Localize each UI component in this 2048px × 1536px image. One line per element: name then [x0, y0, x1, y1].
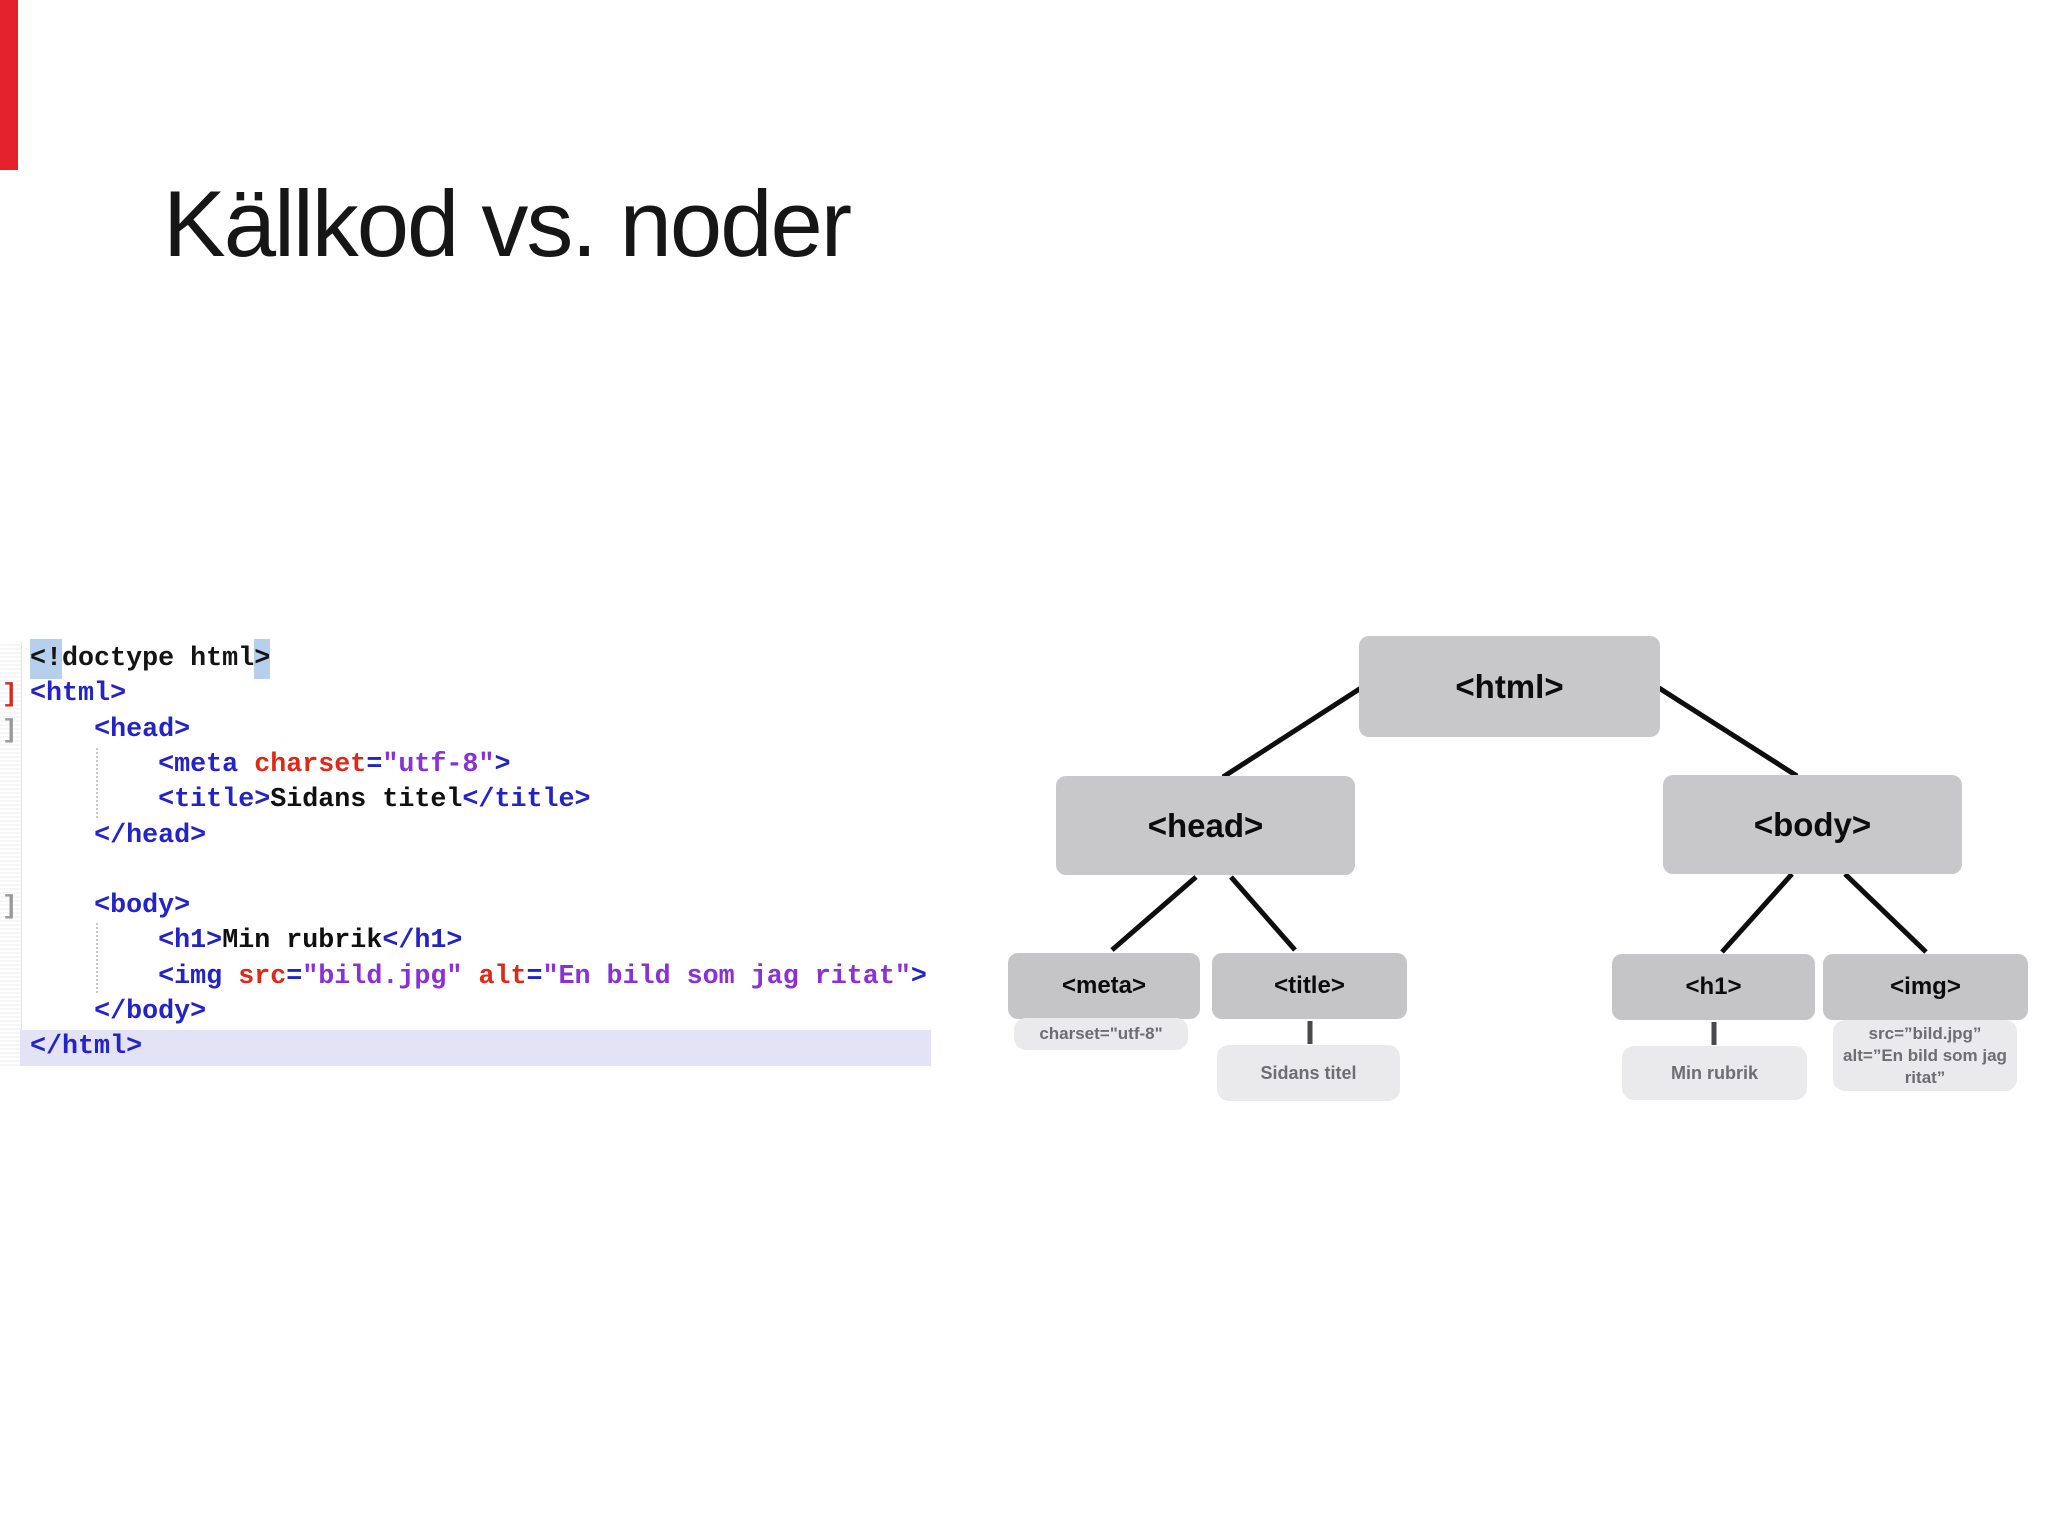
code-segment: <html>	[30, 679, 127, 710]
fold-marker: ]	[2, 679, 18, 710]
code-line: <h1>Min rubrik</h1>	[30, 924, 462, 959]
code-segment: <img	[158, 961, 239, 992]
code-segment: charset	[254, 749, 367, 780]
code-line: </html>	[30, 1030, 142, 1065]
code-segment: alt	[478, 961, 527, 992]
code-editor-panel: <!doctype html><html>] <head>] <meta cha…	[0, 639, 980, 1072]
code-line: <!doctype html>	[30, 639, 271, 679]
attr-label-text: alt=”En bild som jag	[1843, 1045, 2007, 1065]
code-segment: </title>	[462, 785, 591, 816]
code-segment: =	[366, 749, 383, 780]
tree-node-body: <body>	[1663, 775, 1962, 874]
tree-node-head: <head>	[1056, 776, 1355, 875]
code-segment: <meta	[158, 749, 255, 780]
code-segment: <head>	[94, 714, 191, 745]
tree-node-title: <title>	[1212, 953, 1407, 1019]
code-segment: </body>	[94, 997, 207, 1027]
edge-head-title	[1229, 875, 1297, 952]
current-line-highlight	[20, 1030, 931, 1067]
attr-label-sidans-titel: Sidans titel	[1217, 1045, 1400, 1101]
red-accent-bar	[0, 0, 18, 170]
attr-label-text: ritat”	[1904, 1067, 1946, 1087]
indent-guide	[96, 923, 98, 993]
code-line: <head>	[30, 713, 190, 748]
page-title: Källkod vs. noder	[163, 171, 852, 276]
code-line: <img src="bild.jpg" alt="En bild som jag…	[30, 960, 927, 995]
indent-guide	[96, 748, 98, 818]
edge-body-h1	[1720, 872, 1794, 954]
tree-node-h1: <h1>	[1612, 954, 1815, 1020]
code-segment: >	[910, 961, 927, 992]
code-segment: </html>	[30, 1032, 143, 1063]
code-line: </head>	[30, 819, 206, 854]
code-segment: src	[238, 961, 287, 992]
code-segment: </head>	[94, 820, 207, 851]
code-segment: doctype html	[62, 644, 255, 674]
code-line: <body>	[30, 889, 190, 924]
code-segment: =	[286, 961, 303, 992]
code-segment: Sidans titel	[270, 785, 463, 816]
attr-label-text: Sidans titel	[1260, 1063, 1357, 1083]
edge-html-head	[1221, 685, 1363, 780]
code-line: <meta charset="utf-8">	[30, 748, 510, 783]
tree-node-meta: <meta>	[1008, 953, 1200, 1019]
code-segment: "bild.jpg"	[302, 961, 463, 992]
fold-marker: ]	[2, 714, 18, 745]
attr-label-text: charset="utf-8"	[1039, 1024, 1163, 1043]
attr-label-min-rubrik: Min rubrik	[1622, 1046, 1807, 1100]
code-segment: <title>	[158, 785, 271, 816]
code-segment: <!	[30, 639, 63, 679]
attr-label-text: src=”bild.jpg”	[1868, 1023, 1982, 1043]
code-segment: >	[254, 639, 271, 679]
code-line: <html>	[30, 677, 126, 712]
edge-head-meta	[1110, 875, 1198, 952]
code-segment: "En bild som jag ritat"	[542, 961, 911, 992]
code-segment: Min rubrik	[222, 926, 383, 957]
code-segment: "utf-8"	[382, 749, 495, 780]
tree-node-img: <img>	[1823, 954, 2028, 1020]
code-segment: </h1>	[382, 926, 463, 957]
attr-label-charset: charset="utf-8"	[1014, 1018, 1188, 1050]
code-line: </body>	[30, 995, 206, 1030]
tree-node-html: <html>	[1359, 636, 1660, 737]
attr-label-src-alt: src=”bild.jpg” alt=”En bild som jag rita…	[1833, 1020, 2017, 1091]
fold-margin	[0, 642, 22, 1066]
attr-label-text: Min rubrik	[1670, 1063, 1758, 1083]
code-segment: >	[494, 749, 511, 780]
code-segment: <body>	[94, 891, 191, 922]
edge-body-img	[1843, 872, 1928, 954]
fold-marker: ]	[2, 891, 18, 922]
code-segment: =	[526, 961, 543, 992]
code-line: <title>Sidans titel</title>	[30, 783, 591, 818]
code-segment: <h1>	[158, 926, 223, 957]
edge-html-body	[1657, 685, 1799, 779]
